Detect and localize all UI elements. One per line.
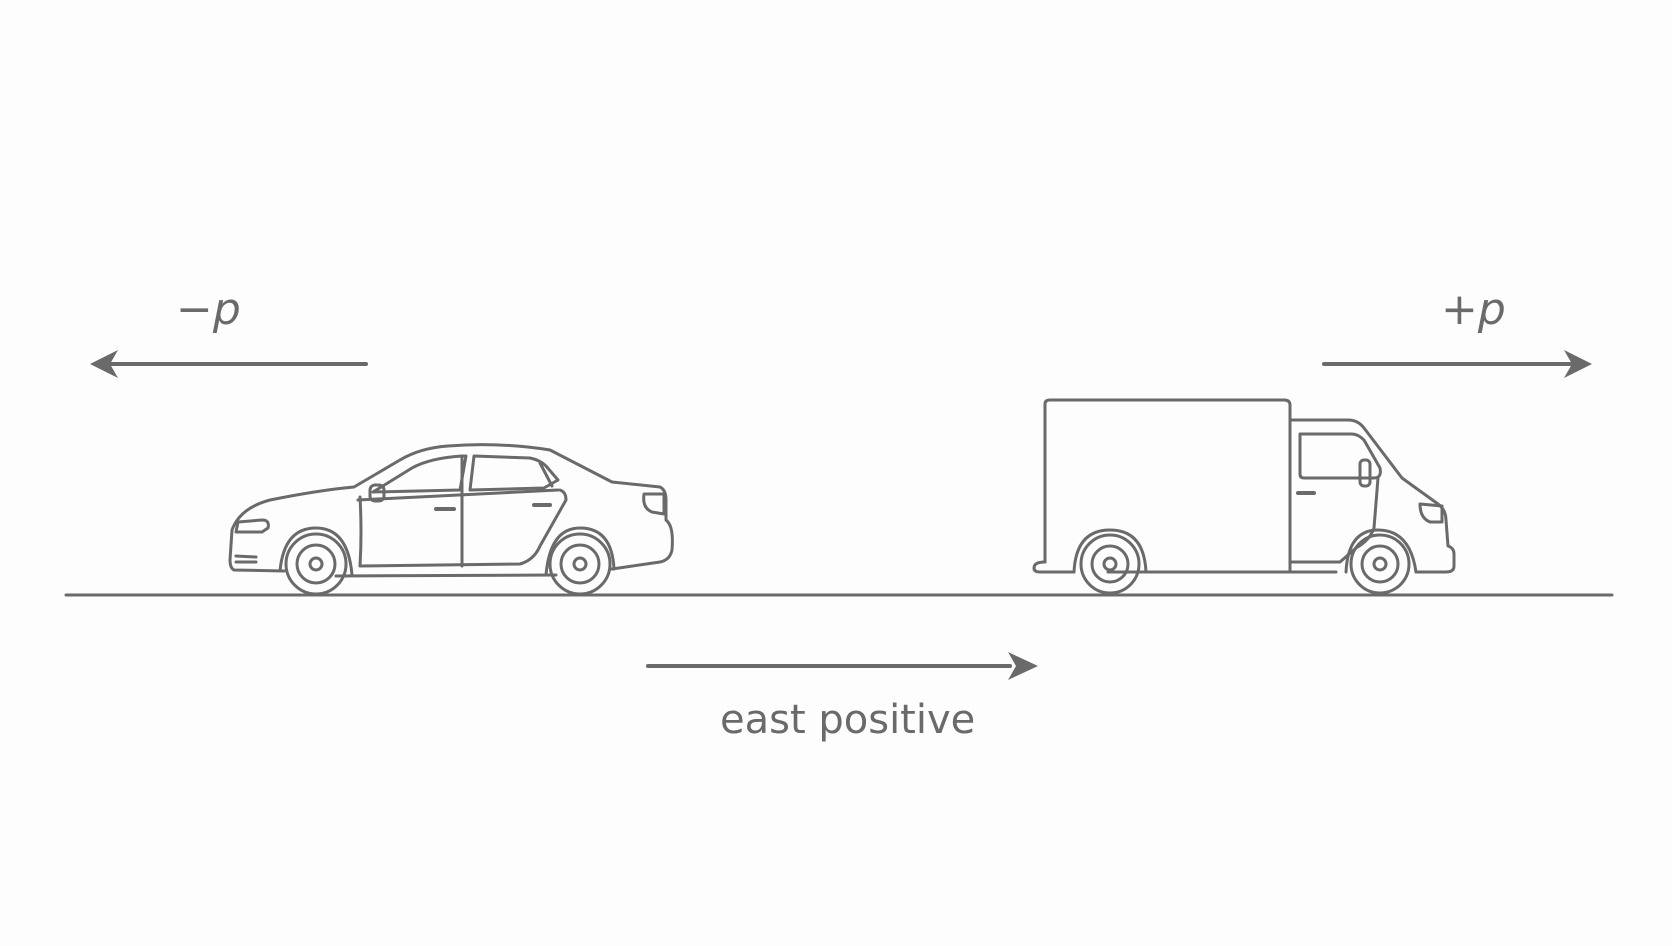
negative-momentum-arrow	[90, 350, 368, 378]
car-icon	[228, 443, 674, 596]
positive-momentum-label: +p	[1441, 284, 1506, 335]
negative-momentum-label: −p	[176, 284, 241, 335]
truck-icon	[1032, 398, 1456, 595]
direction-convention-label: east positive	[720, 697, 976, 743]
east-positive-arrow	[646, 652, 1038, 680]
positive-momentum-arrow	[1322, 350, 1592, 378]
